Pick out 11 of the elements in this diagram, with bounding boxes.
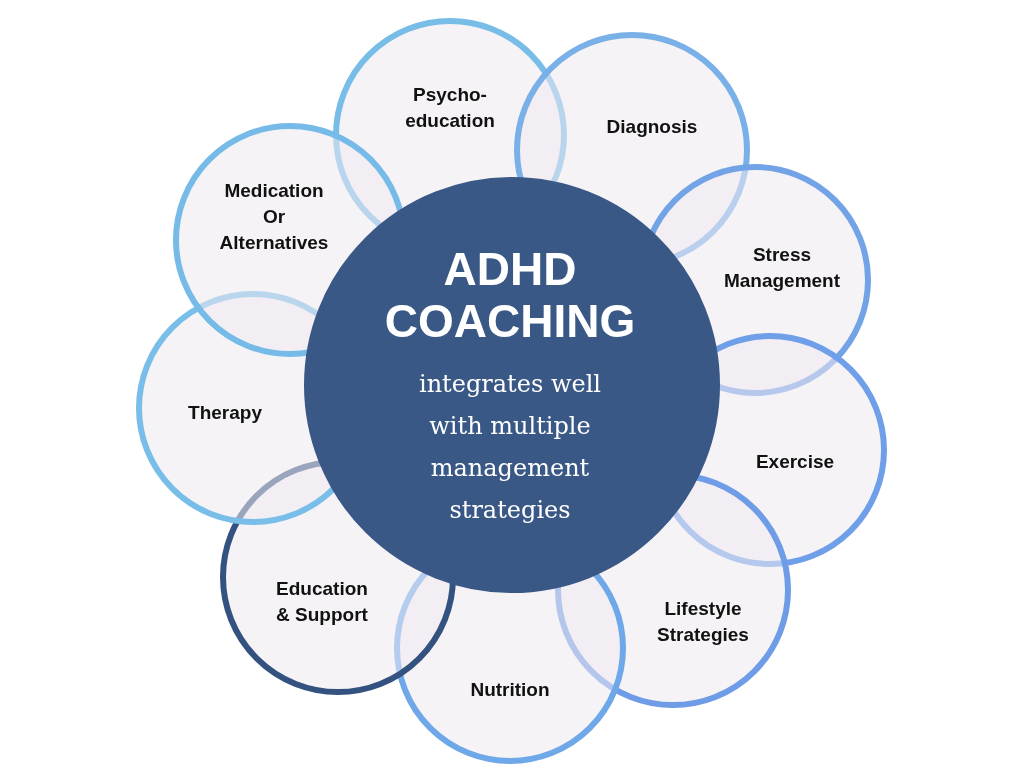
topic-label: Diagnosis xyxy=(582,114,722,140)
topic-label: Lifestyle Strategies xyxy=(643,596,763,648)
topic-label: Nutrition xyxy=(440,677,580,703)
topic-label: Education & Support xyxy=(272,576,372,628)
topic-label: Therapy xyxy=(155,400,295,426)
topic-label: Medication Or Alternatives xyxy=(211,178,337,256)
heading: ADHD COACHING xyxy=(383,243,637,347)
topic-label: Exercise xyxy=(725,449,865,475)
topic-label: Psycho-education xyxy=(395,82,505,134)
subheading: integrates well with multiple management strategies xyxy=(418,369,602,526)
topic-label: Stress Management xyxy=(707,242,857,294)
